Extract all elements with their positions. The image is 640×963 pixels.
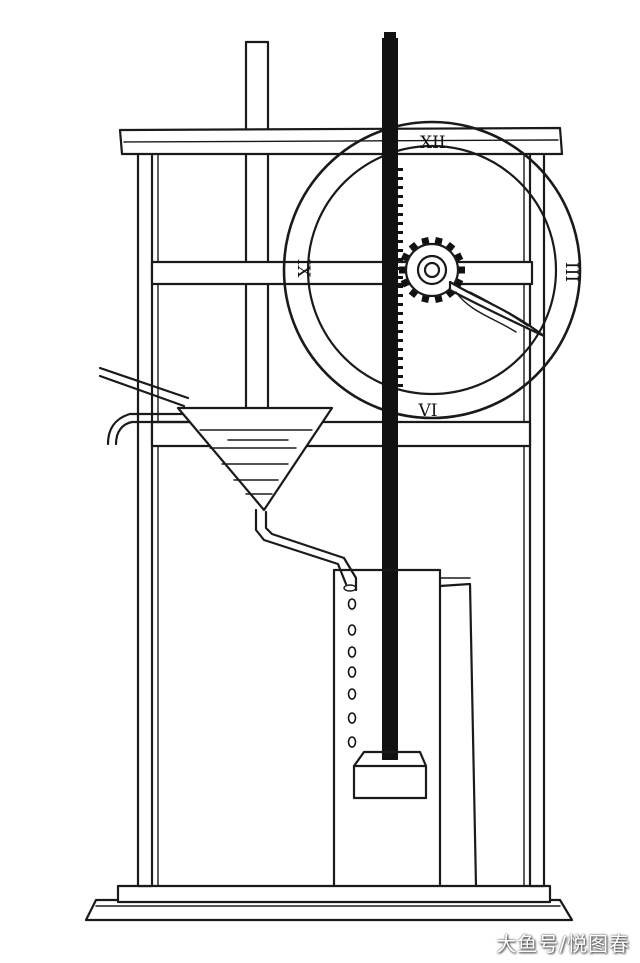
dial-numeral-right: III — [561, 262, 581, 282]
water-drop — [347, 736, 357, 748]
supply-pipe — [98, 366, 190, 408]
water-drop — [347, 624, 357, 636]
float — [352, 750, 428, 800]
rack-tooth — [398, 312, 403, 315]
rack-tooth — [398, 204, 403, 207]
rack-tooth — [398, 366, 403, 369]
outflow-pipe — [254, 508, 358, 592]
rack-tooth — [398, 321, 403, 324]
rack-tooth — [398, 294, 403, 297]
rack-tooth — [398, 330, 403, 333]
rack-tooth — [398, 213, 403, 216]
center-upright-post — [244, 40, 270, 424]
clock-dial — [282, 120, 582, 420]
water-drop — [347, 598, 357, 610]
base-pedestal — [84, 884, 574, 922]
rack-tooth — [398, 375, 403, 378]
rack-tooth — [398, 195, 403, 198]
rack-tooth — [398, 285, 403, 288]
rack-tooth — [398, 258, 403, 261]
funnel — [176, 406, 334, 512]
water-drop — [347, 712, 357, 724]
top-beam — [118, 126, 564, 156]
receiving-vessel — [332, 568, 478, 888]
rack-tooth — [398, 357, 403, 360]
dial-numeral-left: IX — [293, 259, 313, 279]
rack-tooth — [398, 384, 403, 387]
rack-tooth — [398, 168, 403, 171]
pinion-gear — [399, 237, 465, 303]
rack-tooth — [398, 303, 403, 306]
dial-numeral-bottom: VI — [418, 401, 438, 421]
clock-hand — [448, 280, 546, 338]
rack-tooth — [398, 348, 403, 351]
rack-tooth — [398, 249, 403, 252]
rack-tooth — [398, 240, 403, 243]
rack-tooth — [398, 231, 403, 234]
watermark-text: 大鱼号/悦图春 — [496, 932, 630, 956]
water-drops — [347, 598, 357, 748]
dial-numeral-top: XII — [420, 133, 446, 153]
float-rod — [382, 38, 398, 760]
rack-tooth — [398, 222, 403, 225]
rack-tooth — [398, 177, 403, 180]
water-drop — [347, 666, 357, 678]
water-drop — [347, 688, 357, 700]
water-drop — [347, 646, 357, 658]
overflow-pipe — [106, 412, 192, 446]
rack-tooth — [398, 276, 403, 279]
rack-tooth — [398, 186, 403, 189]
rack-tooth — [398, 339, 403, 342]
float-rod-cap — [384, 32, 396, 42]
rack-teeth — [398, 168, 403, 387]
